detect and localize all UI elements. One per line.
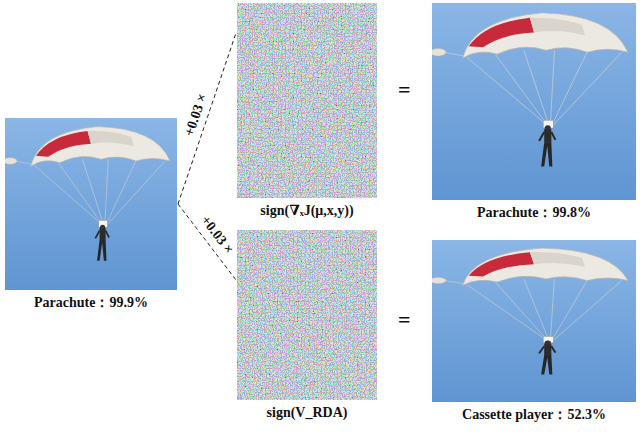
image-caption: sign(V_RDA) <box>267 404 348 422</box>
image-panel: sign(∇ₓJ(μ,x,y)) <box>237 3 377 225</box>
dashed-connector <box>178 33 236 204</box>
image-caption: Parachute：99.9% <box>34 294 148 312</box>
image-caption: Cassette player：52.3% <box>462 406 606 424</box>
image-panel: Parachute：99.8% <box>432 3 636 227</box>
image-caption: sign(∇ₓJ(μ,x,y)) <box>260 202 353 220</box>
image-panel: sign(V_RDA) <box>237 230 377 426</box>
parachute-photo <box>3 118 177 290</box>
edge-label: +0.03 × <box>181 91 210 138</box>
image-panel: Cassette player：52.3% <box>432 240 636 430</box>
equals-sign: = <box>398 78 411 102</box>
parachute-photo <box>430 240 636 402</box>
noise-pattern <box>237 230 377 400</box>
dashed-connector <box>178 204 236 280</box>
edge-label: +0.03 × <box>197 212 236 257</box>
equals-sign: = <box>398 308 411 332</box>
image-caption: Parachute：99.8% <box>477 204 591 222</box>
noise-pattern <box>237 3 377 198</box>
parachute-photo <box>430 3 636 200</box>
image-panel: Parachute：99.9% <box>5 118 177 318</box>
